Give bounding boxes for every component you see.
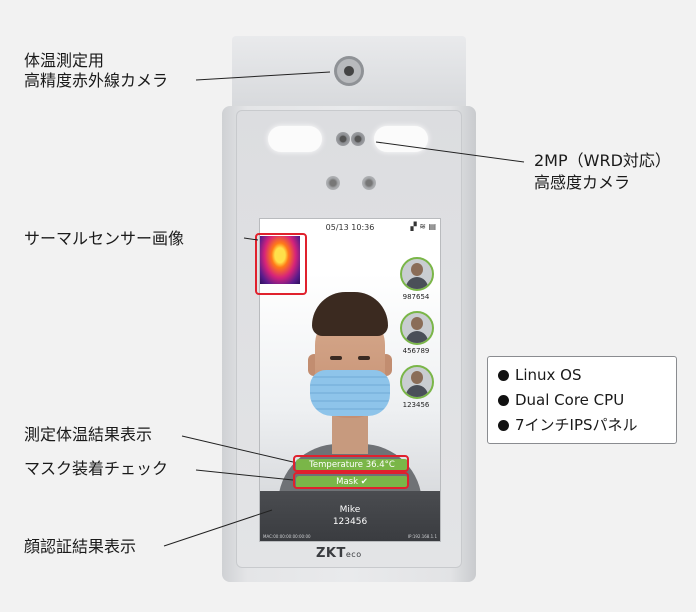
recent-user-avatar[interactable] [400,257,434,291]
status-datetime: 05/13 10:36 [325,223,375,232]
spec-list: Linux OS Dual Core CPU 7インチIPSパネル [487,356,677,444]
status-bar: 05/13 10:36 ▞ ≋ ▤ [260,219,440,237]
logo-tail: eco [345,550,362,559]
thermal-image-highlight [255,233,307,295]
face-mask [310,370,390,416]
ip-address: IP:192.168.1.1 [407,534,437,539]
status-icons: ▞ ≋ ▤ [410,222,437,231]
recent-user-avatar[interactable] [400,365,434,399]
recent-user-id: 123456 [402,401,430,409]
result-id: 123456 [332,517,368,527]
hd-camera-lens-right-icon [351,132,365,146]
hd-camera-lens-left-icon [336,132,350,146]
person-hair [312,292,388,336]
mac-address: MAC:00:00:00:00:00:00 [263,534,311,539]
thermal-image-thumbnail [260,236,300,284]
light-sensor-right-icon [362,176,376,190]
bullet-icon [498,395,509,406]
thermal-camera-label-line1: 体温測定用 [24,51,105,70]
face-result-panel: Mike 123456 MAC:00:00:00:00:00:00 IP:192… [260,491,440,541]
hd-camera-label-line1: 2MP（WRD対応） [534,151,671,170]
temperature-highlight [293,455,409,472]
ir-led-right [374,126,428,152]
person-eye-left [330,356,342,360]
mask-badge: Mask ✔ [296,476,408,489]
person-neck [332,414,368,454]
person-eye-right [358,356,370,360]
bullet-icon [498,420,509,431]
thermal-camera-lens-icon [334,56,364,86]
bullet-icon [498,370,509,381]
spec-item: Linux OS [498,363,666,388]
zkteco-logo: ZKTeco [316,546,382,562]
thermal-image-label: サーマルセンサー画像 [24,229,185,248]
logo-main: ZKT [316,546,346,561]
face-result-label: 顔認証結果表示 [24,537,137,556]
recent-user-avatar[interactable] [400,311,434,345]
spec-item: 7インチIPSパネル [498,413,666,438]
recent-user-id: 987654 [402,293,430,301]
mask-check-label: マスク装着チェック [24,459,169,478]
temperature-badge: Temperature 36.4°C [296,459,408,472]
spec-item: Dual Core CPU [498,388,666,413]
thermal-camera-label-line2: 高精度赤外線カメラ [24,71,169,90]
spec-text: Dual Core CPU [515,391,625,409]
temperature-result-label: 測定体温結果表示 [24,425,153,444]
light-sensor-left-icon [326,176,340,190]
spec-text: Linux OS [515,366,582,384]
spec-text: 7インチIPSパネル [515,416,638,434]
recent-user-id: 456789 [402,347,430,355]
mask-highlight [293,472,409,489]
result-name: Mike [339,505,361,515]
ir-led-left [268,126,322,152]
hd-camera-label-line2: 高感度カメラ [534,173,631,192]
